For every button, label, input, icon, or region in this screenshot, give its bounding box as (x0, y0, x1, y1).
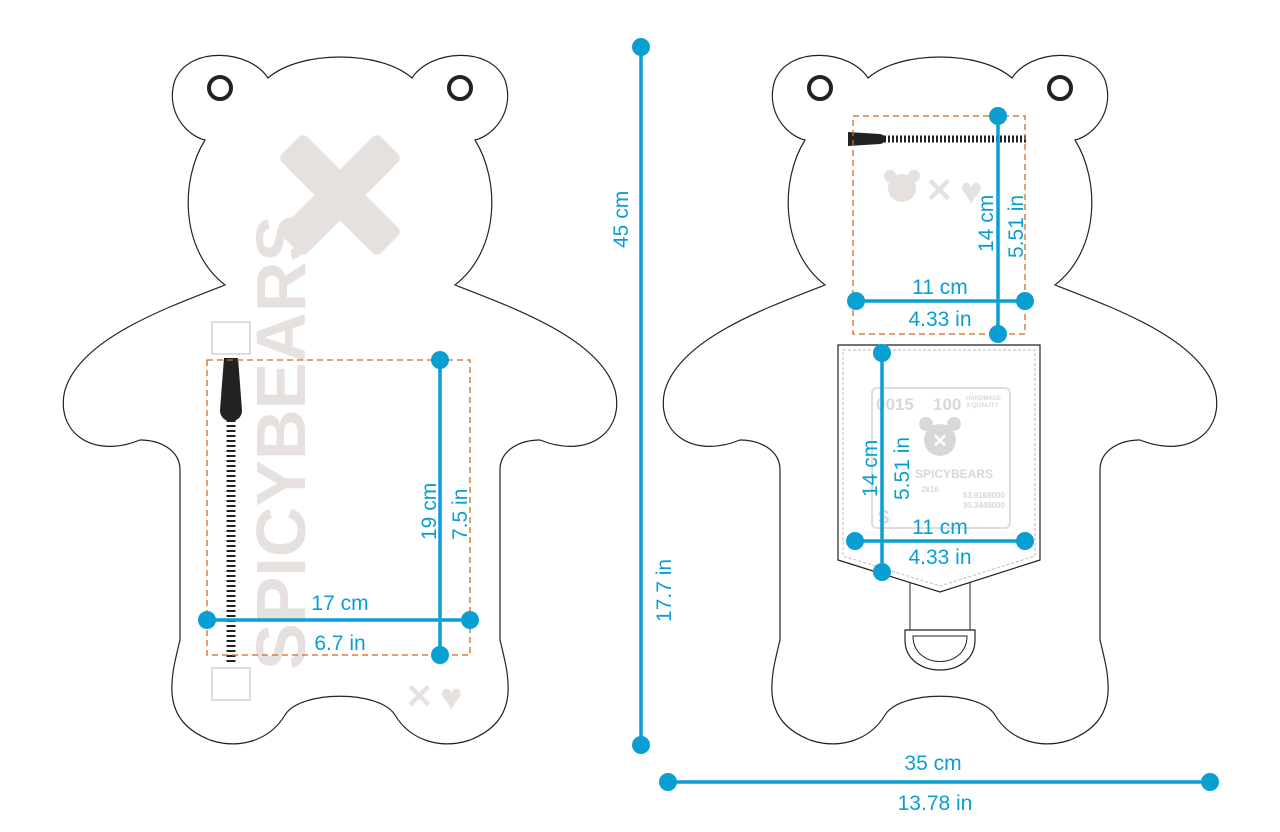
front-bear: SPICYBEARS ✕ ♥ 19 cm 7.5 in 17 cm 6.7 in (62, 54, 618, 745)
overall-height-in: 17.7 in (653, 559, 676, 622)
label-year: 2k16 (921, 485, 939, 494)
svg-text:♥: ♥ (440, 677, 463, 719)
top-pocket-height-cm: 14 cm (975, 195, 998, 252)
top-pocket-height-in: 5.51 in (1005, 195, 1028, 258)
label-brand: SPICYBEARS (915, 467, 993, 481)
zipper-pull-icon[interactable] (848, 132, 886, 146)
overall-width-dimension: 35 cm 13.78 in (659, 752, 1219, 815)
front-pocket-height-cm: 14 cm (859, 440, 882, 497)
front-pocket-width-cm: 11 cm (912, 516, 968, 539)
label-lon: 30.3449000 (963, 501, 1006, 510)
front-pocket-width-in: 4.33 in (908, 546, 971, 569)
label-quality: 100 (933, 395, 961, 414)
svg-text:✕: ✕ (925, 172, 954, 210)
overall-height-dimension: 45 cm 17.7 in (610, 38, 676, 754)
left-eyelet-icon (807, 75, 833, 101)
zipper-tab-top (211, 321, 251, 355)
back-bear: ✕ ♥ 14 cm 5.51 in 11 cm 4.33 in 0015 100… (662, 54, 1218, 745)
front-width-in: 6.7 in (314, 632, 365, 655)
label-x-quality: X-QUALITY (966, 403, 998, 409)
zipper-tab-bottom (211, 667, 251, 701)
svg-text:♥: ♥ (960, 171, 983, 213)
front-pocket-seam (206, 359, 471, 656)
svg-text:✕: ✕ (932, 431, 947, 451)
right-eyelet-icon (1047, 75, 1073, 101)
front-height-in: 7.5 in (449, 489, 472, 540)
label-lat: 53.9168000 (963, 491, 1006, 500)
left-eyelet-icon (207, 75, 233, 101)
bear-x-heart-logo-icon: ✕ ♥ (884, 170, 983, 213)
top-pocket-width-in: 4.33 in (908, 308, 971, 331)
bear-head-icon (919, 417, 961, 456)
top-pocket-seam (852, 115, 1026, 335)
front-width-cm: 17 cm (311, 592, 368, 615)
svg-text:✕: ✕ (405, 678, 434, 716)
x-logo-icon (280, 135, 400, 255)
brand-text: SPICYBEARS (242, 215, 320, 670)
zipper-pull-icon[interactable] (220, 358, 242, 422)
overall-width-in: 13.78 in (898, 792, 973, 815)
overall-width-cm: 35 cm (904, 752, 961, 775)
top-pocket-width-cm: 11 cm (912, 276, 968, 299)
front-pocket-flap (837, 344, 1041, 593)
label-number: 0015 (876, 395, 914, 414)
overall-height-cm: 45 cm (610, 191, 633, 248)
front-height-cm: 19 cm (418, 483, 441, 540)
right-eyelet-icon (447, 75, 473, 101)
label-handmade: HANDMADE (966, 396, 1001, 402)
front-pocket-height-in: 5.51 in (891, 437, 914, 500)
x-heart-icon: ✕ ♥ (405, 677, 463, 719)
